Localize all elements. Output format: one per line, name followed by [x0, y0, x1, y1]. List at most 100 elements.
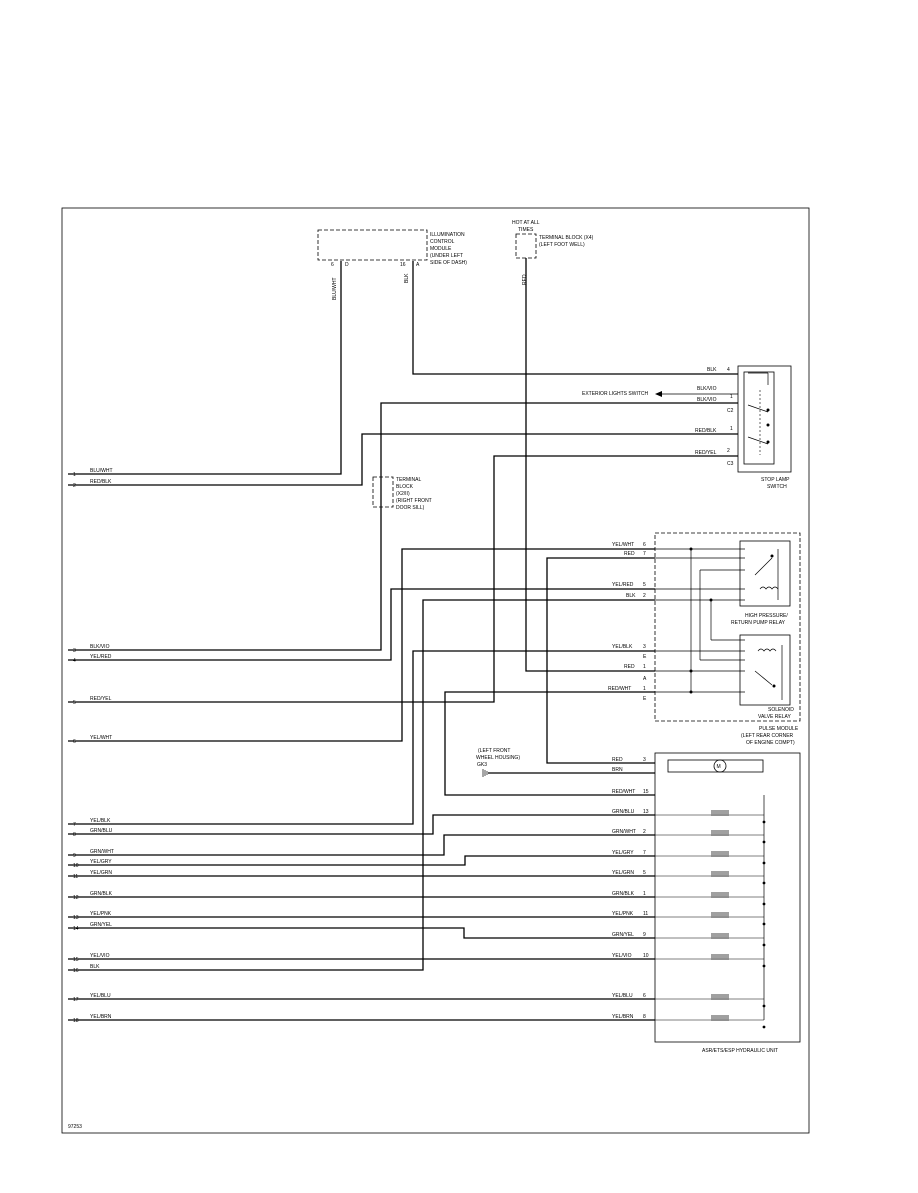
hu-pin-number: 9 [643, 932, 646, 938]
hu-pin-number: 10 [643, 953, 649, 959]
hu-wire-label: GRN/YEL [612, 932, 634, 938]
pm-pin-2: 5 [643, 582, 646, 588]
sv-relay-line-1: VALVE RELAY [758, 714, 791, 720]
pm-conn-e1: E [643, 654, 647, 660]
pulse-module-internal [655, 547, 783, 700]
illum-line-4: SIDE OF DASH) [430, 260, 467, 266]
sls-wire-0: BLK [707, 367, 717, 373]
hu-wire-label: BRN [612, 767, 623, 773]
pulse-module-box [654, 532, 801, 722]
left-pin-label: YEL/VIO [90, 953, 110, 959]
sls-pin-4: 2 [727, 448, 730, 454]
illum-line-3: (UNDER LEFT [430, 253, 463, 259]
illum-line-0: ILLUMINATION [430, 232, 465, 238]
solenoid-coil-icon [655, 933, 766, 947]
tbx4-wire-label: RED [522, 274, 528, 285]
illumination-module-label: ILLUMINATION CONTROL MODULE (UNDER LEFT … [430, 232, 467, 266]
pm-line-0: PULSE MODULE [759, 726, 799, 732]
motor-label: M [717, 764, 721, 770]
tbx2-line-0: TERMINAL [396, 477, 422, 483]
sls-line-1: SWITCH [767, 484, 787, 490]
left-pin-number: 1 [73, 472, 76, 478]
illum-wire-a-label: BLU/WHT [332, 278, 338, 301]
pm-wire-2: YEL/RED [612, 582, 634, 588]
tbx4-line-1: (LEFT FOOT WELL) [539, 242, 585, 248]
left-pin-number: 10 [73, 863, 79, 869]
hu-pin-number: 15 [643, 789, 649, 795]
motor-housing [667, 759, 764, 773]
left-pin-label: RED/YEL [90, 696, 112, 702]
illumination-module-box [317, 229, 428, 261]
exterior-arrow-icon [655, 391, 662, 397]
left-pin-label: BLK/VIO [90, 644, 110, 650]
sls-conn-c3: C3 [727, 461, 734, 467]
sls-conn-c2: C2 [727, 408, 734, 414]
stop-lamp-switch-box [737, 365, 792, 473]
pm-conn-a: A [643, 676, 647, 682]
pm-line-1: (LEFT REAR CORNER [741, 733, 794, 739]
left-pin-number: 16 [73, 968, 79, 974]
ground-line-0: (LEFT FRONT [478, 748, 510, 754]
left-pin-label: GRN/BLU [90, 828, 113, 834]
pm-pin-6: 1 [643, 686, 646, 692]
terminal-block-x2-box [372, 476, 394, 508]
hp-relay-box [739, 540, 791, 607]
pm-wire-4: YEL/BLK [612, 644, 633, 650]
solenoid-coil-icon [655, 912, 766, 926]
tbx4-line-0: TERMINAL BLOCK (X4) [539, 235, 594, 241]
hu-pin-number: 3 [643, 757, 646, 763]
ground-icon [482, 769, 488, 777]
illum-line-1: CONTROL [430, 239, 455, 245]
stop-lamp-switch-contacts [747, 372, 770, 455]
solenoid-coil-icon [655, 1015, 766, 1029]
solenoid-coil-icon [655, 871, 766, 885]
hu-wire-label: GRN/WHT [612, 829, 636, 835]
wires [68, 258, 738, 1021]
hp-relay-line-0: HIGH PRESSURE/ [745, 613, 788, 619]
sls-wire-2: BLK/VIO [697, 397, 717, 403]
ground-line-2: GK3 [477, 762, 487, 768]
left-pin-number: 2 [73, 483, 76, 489]
left-pin-number: 7 [73, 822, 76, 828]
pm-pin-0: 6 [643, 542, 646, 548]
pm-pin-3: 2 [643, 593, 646, 599]
left-pin-number: 9 [73, 853, 76, 859]
pm-pin-1: 7 [643, 551, 646, 557]
illum-conn-a: A [416, 262, 420, 268]
left-pin-number: 3 [73, 648, 76, 654]
pulse-module-pins: YEL/WHT 6 RED 7 YEL/RED 5 BLK 2 YEL/BLK … [608, 542, 647, 702]
solenoid-coil-icon [655, 830, 766, 844]
hp-relay-line-1: RETURN PUMP RELAY [731, 620, 786, 626]
sls-line-0: STOP LAMP [761, 477, 790, 483]
hu-line-0: ASR/ETS/ESP HYDRAULIC UNIT [702, 1048, 778, 1054]
hu-pin-number: 6 [643, 993, 646, 999]
left-pin-label: YEL/PNK [90, 911, 112, 917]
illum-pin-a: 6 [331, 262, 334, 268]
hu-pin-number: 2 [643, 829, 646, 835]
hu-wire-label: GRN/BLK [612, 891, 635, 897]
hu-wire-label: GRN/BLU [612, 809, 635, 815]
left-pin-label: RED/BLK [90, 479, 112, 485]
left-pin-number: 13 [73, 915, 79, 921]
left-pin-label: GRN/YEL [90, 922, 112, 928]
hot-line-1: TIMES [518, 227, 534, 233]
stop-lamp-switch-inner [743, 371, 775, 465]
pm-wire-1: RED [624, 551, 635, 557]
hu-wire-label: RED/WHT [612, 789, 635, 795]
pm-wire-5: RED [624, 664, 635, 670]
illum-conn-d: D [345, 262, 349, 268]
motor-icon [713, 759, 727, 773]
exterior-lights-label: EXTERIOR LIGHTS SWITCH [582, 391, 649, 397]
sls-pin-0: 4 [727, 367, 730, 373]
tbx2-line-4: DOOR SILL) [396, 505, 425, 511]
hu-wire-label: YEL/BLU [612, 993, 633, 999]
ground-line-1: WHEEL HOUSING) [476, 755, 520, 761]
left-connector-pins: 1BLU/WHT2RED/BLK3BLK/VIO4YEL/RED5RED/YEL… [73, 468, 114, 1024]
sls-pin-3: 1 [730, 426, 733, 432]
hu-wire-label: YEL/GRY [612, 850, 634, 856]
left-pin-label: GRN/WHT [90, 849, 114, 855]
left-pin-number: 6 [73, 739, 76, 745]
